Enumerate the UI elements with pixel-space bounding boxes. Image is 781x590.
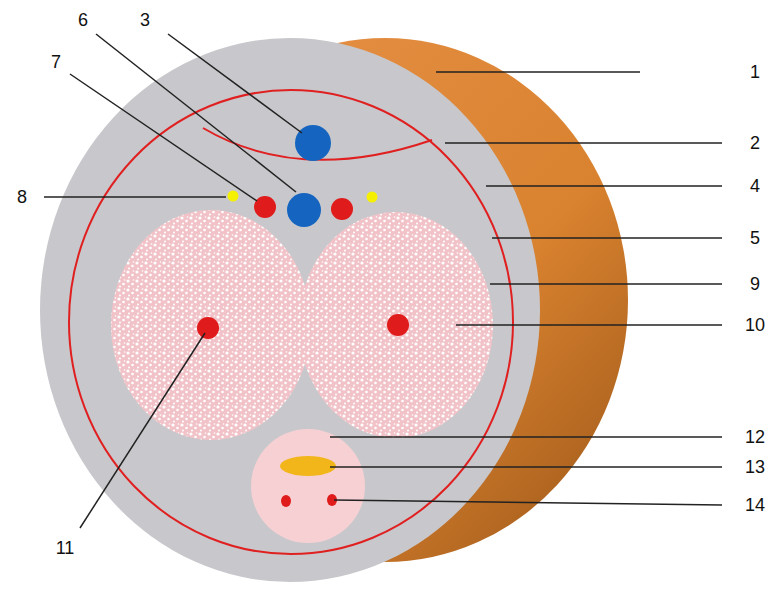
callout-number: 4 (750, 177, 760, 195)
artery (197, 317, 219, 339)
callout-number: 10 (745, 316, 765, 334)
artery (331, 198, 353, 220)
urethra (280, 456, 336, 476)
callout-number: 12 (745, 428, 765, 446)
callout-number: 7 (51, 53, 61, 71)
callout-number: 13 (745, 458, 765, 476)
vein (287, 193, 321, 227)
fascia-outline (69, 90, 513, 554)
leader-lines (44, 34, 722, 528)
corpus-cavernosum (111, 210, 311, 440)
callout-number: 5 (750, 229, 760, 247)
nerve (367, 192, 378, 203)
callout-number: 14 (745, 496, 765, 514)
corpus-spongiosum (251, 429, 365, 543)
artery (254, 196, 276, 218)
subcutaneous-tissue (40, 38, 540, 582)
callout-number: 2 (750, 134, 760, 152)
callout-number: 3 (140, 11, 150, 29)
callout-number: 1 (750, 63, 760, 81)
artery (281, 495, 291, 507)
callout-number: 6 (78, 11, 88, 29)
artery (387, 314, 409, 336)
callout-number: 11 (56, 539, 75, 557)
callout-number: 9 (750, 275, 760, 293)
nerve (228, 191, 239, 202)
vein (295, 125, 331, 161)
callout-number: 8 (17, 188, 27, 206)
